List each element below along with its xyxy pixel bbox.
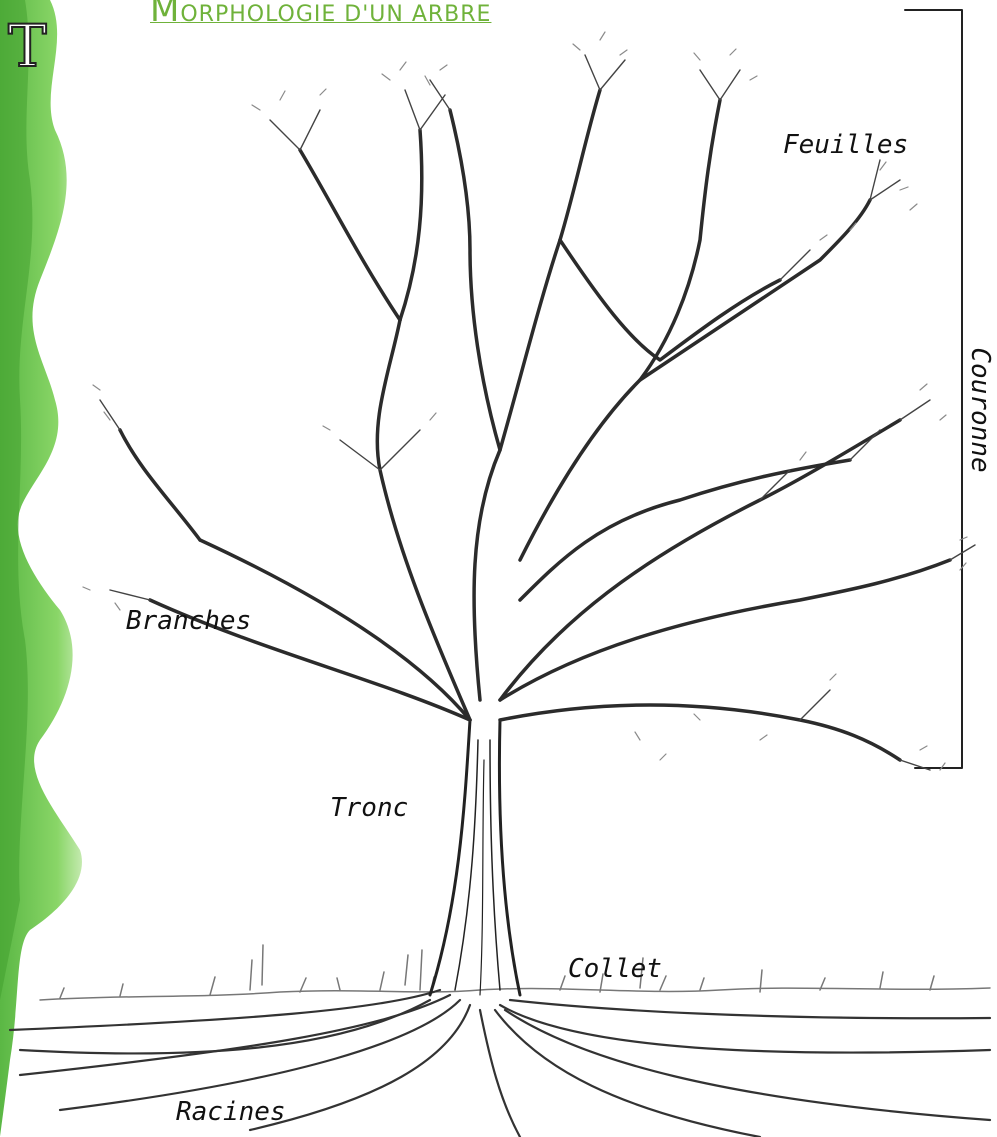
twigs — [100, 55, 975, 770]
label-feuilles: Feuilles — [783, 130, 908, 160]
label-couronne: Couronne — [965, 347, 995, 472]
branches — [120, 90, 950, 760]
couronne-bracket — [905, 10, 962, 768]
label-tronc: Tronc — [330, 793, 408, 823]
label-racines: Racines — [176, 1097, 286, 1127]
trunk — [430, 720, 520, 995]
label-branches: Branches — [126, 606, 251, 636]
roots — [10, 990, 990, 1137]
label-collet: Collet — [568, 954, 662, 984]
